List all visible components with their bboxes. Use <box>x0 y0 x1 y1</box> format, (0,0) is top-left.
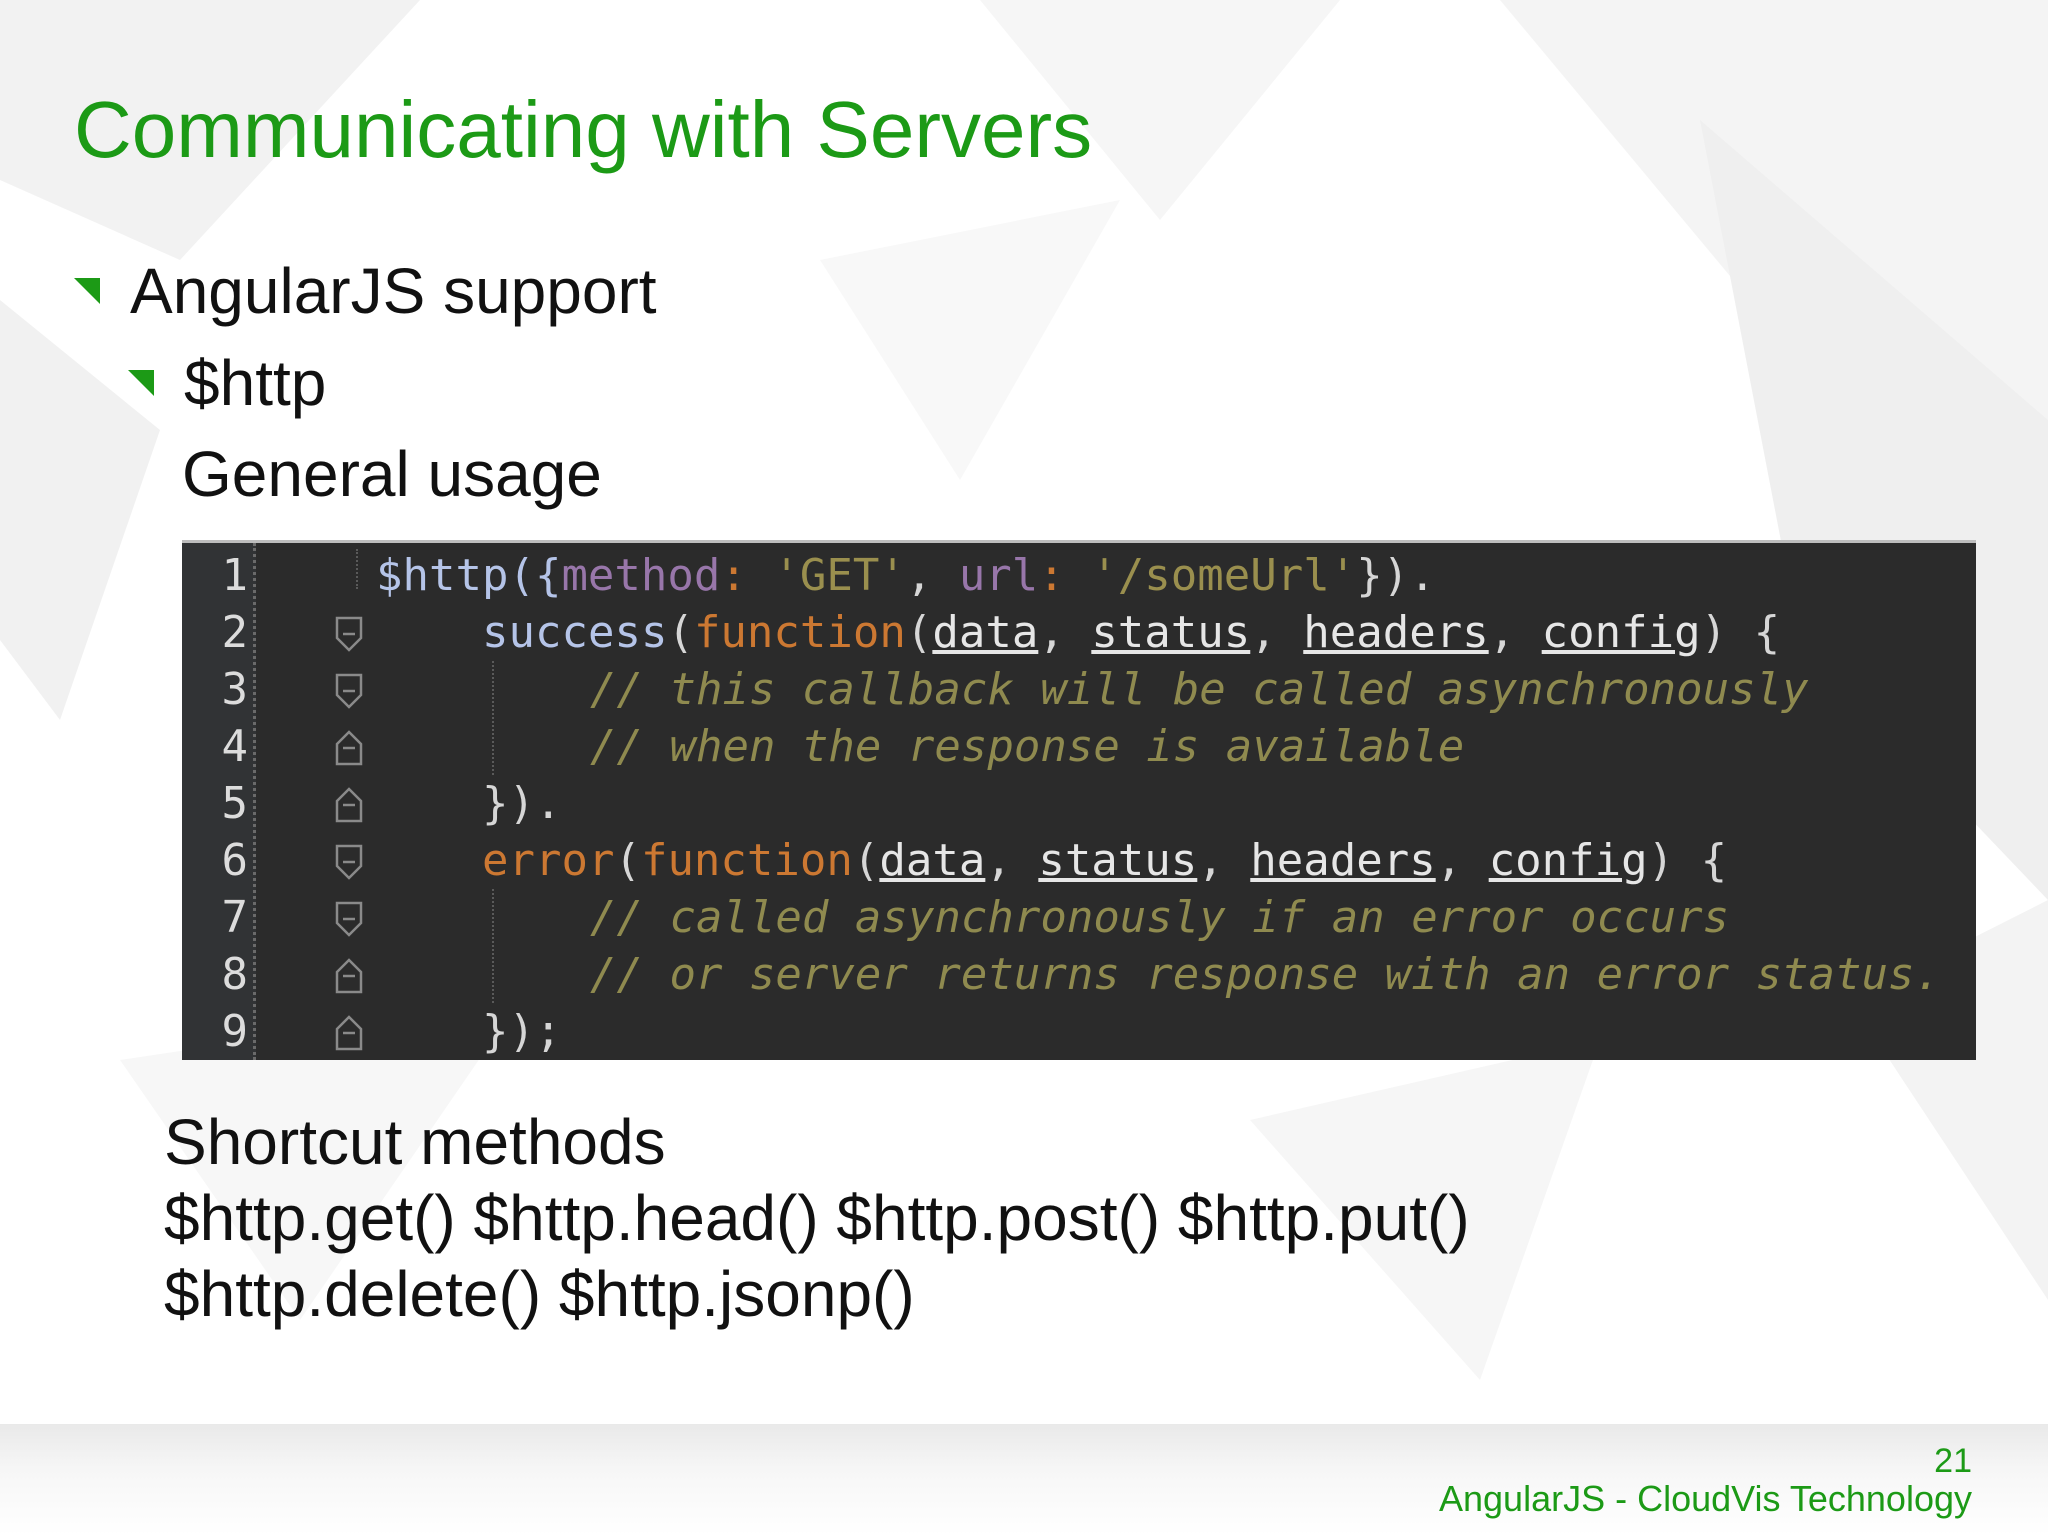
code-line: 7 // called asynchronously if an error oc… <box>182 889 1976 946</box>
fold-collapse-icon[interactable] <box>334 842 364 882</box>
code-token: , <box>985 835 1039 886</box>
bullet-triangle-icon <box>128 370 154 396</box>
code-token: '/someUrl' <box>1091 550 1357 601</box>
code-token: ( <box>905 607 933 658</box>
code-token: }). <box>1356 550 1436 601</box>
code-token: config <box>1541 607 1701 658</box>
code-token: headers <box>1250 835 1436 886</box>
code-token: : <box>1038 550 1092 601</box>
code-text: success(function(data, status, headers, … <box>482 604 1780 661</box>
code-text: // or server returns response with an er… <box>590 946 1941 1003</box>
code-token: , <box>905 550 959 601</box>
shortcut-heading: Shortcut methods <box>164 1106 666 1178</box>
code-token: }). <box>482 778 562 829</box>
code-token: 'GET' <box>773 550 906 601</box>
code-text: }); <box>482 1003 561 1060</box>
code-token: // called asynchronously if an error occ… <box>590 892 1730 943</box>
code-token: function <box>640 835 853 886</box>
code-token: function <box>693 607 906 658</box>
code-text: // this callback will be called asynchro… <box>590 661 1809 718</box>
line-number: 8 <box>221 949 249 1000</box>
bullet-angularjs-support: AngularJS support <box>74 255 657 327</box>
indent-guide <box>492 889 494 1003</box>
code-token: ( <box>667 607 694 658</box>
fold-collapse-icon[interactable] <box>334 671 364 711</box>
code-token: data <box>879 835 986 886</box>
code-token: ( <box>614 835 641 886</box>
line-number: 9 <box>221 1006 249 1057</box>
line-number: 5 <box>221 778 249 829</box>
fold-end-icon[interactable] <box>334 785 364 825</box>
code-line: 8 // or server returns response with an e… <box>182 946 1976 1003</box>
code-token: , <box>1038 607 1092 658</box>
bullet-text: $http <box>184 347 327 419</box>
indent-guide <box>492 661 494 775</box>
line-number: 2 <box>221 607 249 658</box>
fold-collapse-icon[interactable] <box>334 614 364 654</box>
code-text: $http({method: 'GET', url: '/someUrl'}). <box>376 547 1436 604</box>
code-line: 5}). <box>182 775 1976 832</box>
code-line: 9}); <box>182 1003 1976 1060</box>
page-number: 21 <box>1934 1442 1972 1480</box>
code-block: 1 $http({method: 'GET', url: '/someUrl'})… <box>182 540 1976 1060</box>
shortcut-methods-line-1: $http.get() $http.head() $http.post() $h… <box>164 1182 1470 1254</box>
code-token: headers <box>1303 607 1489 658</box>
code-token: // when the response is available <box>590 721 1465 772</box>
code-token: , <box>1435 835 1489 886</box>
code-token: data <box>932 607 1039 658</box>
code-token: : <box>720 550 774 601</box>
code-text: }). <box>482 775 561 832</box>
code-token: error <box>482 835 615 886</box>
bullet-triangle-icon <box>74 278 100 304</box>
code-token: , <box>1197 835 1251 886</box>
code-token: // or server returns response with an er… <box>590 949 1942 1000</box>
code-token: config <box>1488 835 1648 886</box>
code-token: ( <box>852 835 880 886</box>
code-text: // called asynchronously if an error occ… <box>590 889 1729 946</box>
fold-end-icon[interactable] <box>334 728 364 768</box>
line-number: 7 <box>221 892 249 943</box>
code-token: }); <box>482 1006 562 1057</box>
fold-collapse-icon[interactable] <box>334 899 364 939</box>
code-token: ) { <box>1700 607 1781 658</box>
bullet-http: $http <box>128 347 327 419</box>
indent-guide <box>356 549 358 589</box>
code-token: status <box>1091 607 1251 658</box>
code-line: 1 $http({method: 'GET', url: '/someUrl'})… <box>182 547 1976 604</box>
line-number: 4 <box>221 721 249 772</box>
code-line: 3 // this callback will be called asynchr… <box>182 661 1976 718</box>
code-token: ) { <box>1647 835 1728 886</box>
shortcut-methods-line-2: $http.delete() $http.jsonp() <box>164 1258 915 1330</box>
line-number-gutter <box>182 543 256 1060</box>
code-token: $http({ <box>376 550 562 601</box>
fold-end-icon[interactable] <box>334 1013 364 1053</box>
code-token: status <box>1038 835 1198 886</box>
code-text: error(function(data, status, headers, co… <box>482 832 1727 889</box>
footer-text: AngularJS - CloudVis Technology <box>1439 1478 1972 1519</box>
fold-end-icon[interactable] <box>334 956 364 996</box>
code-token: , <box>1488 607 1542 658</box>
bullet-text: AngularJS support <box>130 255 657 327</box>
code-token: success <box>482 607 668 658</box>
slide-title: Communicating with Servers <box>74 85 1093 174</box>
line-number: 1 <box>221 550 249 601</box>
code-token: // this callback will be called asynchro… <box>590 664 1809 715</box>
general-usage-label: General usage <box>182 438 602 510</box>
code-text: // when the response is available <box>590 718 1464 775</box>
code-token: method <box>561 550 721 601</box>
code-line: 4 // when the response is available <box>182 718 1976 775</box>
line-number: 6 <box>221 835 249 886</box>
footer-band <box>0 1424 2048 1535</box>
code-token: url <box>958 550 1039 601</box>
line-number: 3 <box>221 664 249 715</box>
code-token: , <box>1250 607 1304 658</box>
